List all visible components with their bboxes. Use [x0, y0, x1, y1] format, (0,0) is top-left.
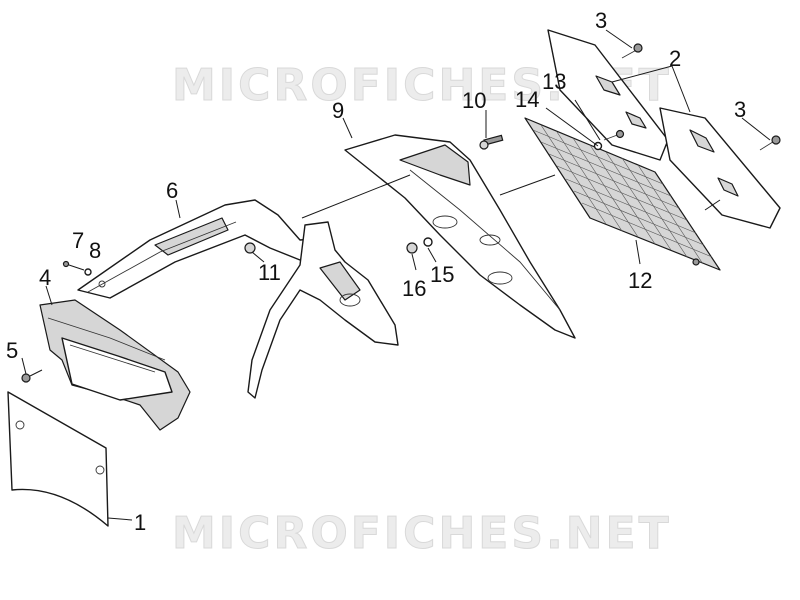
part-15-washer: [423, 237, 433, 247]
callout-10: 10: [462, 88, 486, 113]
part-1-plate-backing: [7, 391, 109, 527]
callout-7: 7: [72, 228, 84, 253]
callout-16: 16: [402, 276, 426, 301]
callout-3-upper: 3: [595, 8, 607, 33]
part-13-bolt: [603, 129, 625, 141]
callout-12: 12: [628, 268, 652, 293]
part-2-reflector-lower: [659, 107, 781, 229]
part-7-screw: [62, 260, 85, 271]
callout-5: 5: [6, 338, 18, 363]
callout-1: 1: [134, 510, 146, 535]
part-4-tail-light-housing: [39, 299, 191, 431]
part-9-rear-fender: [344, 134, 576, 339]
watermark-bottom: MICROFICHES.NET: [172, 508, 672, 559]
part-12-plate-holder: [524, 117, 721, 271]
part-6-mudguard-bracket: [77, 199, 326, 299]
callout-13: 13: [542, 69, 566, 94]
part-3-screw-lower: [759, 135, 781, 151]
part-10-bolt: [479, 134, 504, 150]
callout-9: 9: [332, 98, 344, 123]
callout-2: 2: [669, 46, 681, 71]
callout-6: 6: [166, 178, 178, 203]
part-2-reflector-upper: [547, 29, 669, 161]
callout-14: 14: [515, 87, 539, 112]
part-3-screw-upper: [621, 43, 643, 59]
callout-3-lower: 3: [734, 97, 746, 122]
callout-4: 4: [39, 265, 51, 290]
callout-8: 8: [89, 238, 101, 263]
part-8-washer: [84, 268, 92, 276]
callout-15: 15: [430, 262, 454, 287]
leader-lines: [21, 29, 771, 521]
bracket-vertical: [247, 221, 399, 399]
part-16-nut: [406, 242, 418, 254]
part-11-nut: [244, 242, 256, 254]
callout-11: 11: [258, 260, 281, 285]
